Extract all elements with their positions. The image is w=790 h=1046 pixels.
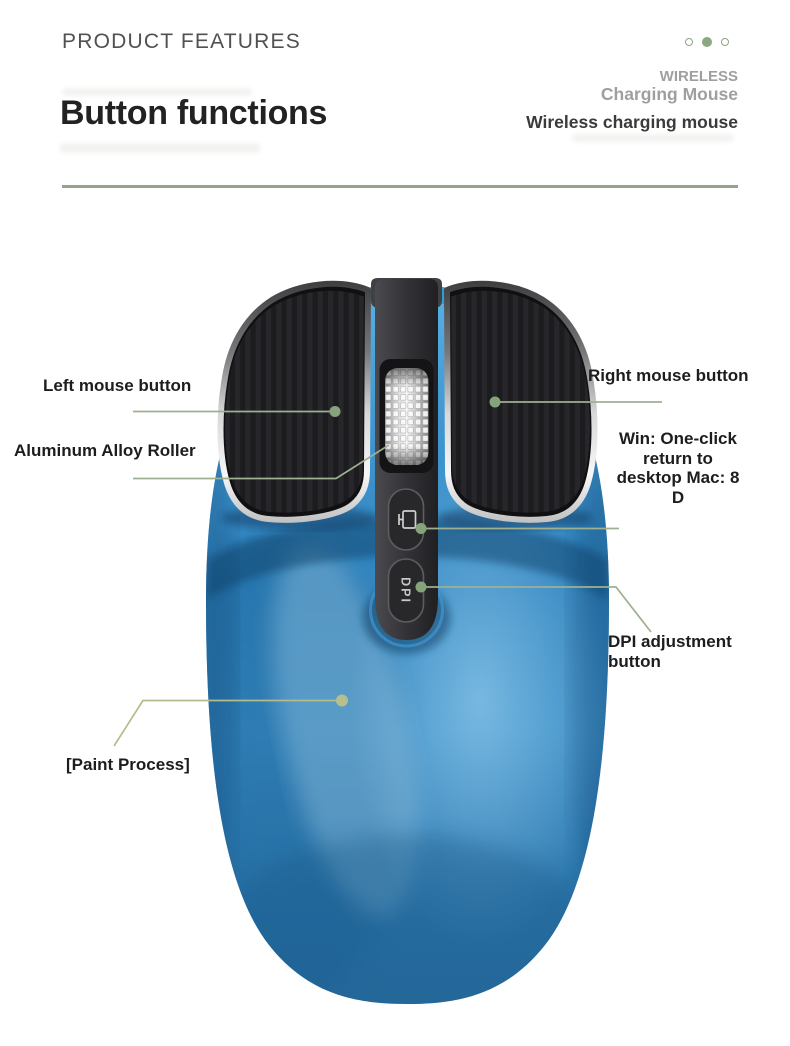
scroll-wheel: [385, 368, 429, 465]
callout-dot-paint: [336, 694, 348, 707]
pagination-dot-2-active[interactable]: [702, 37, 712, 47]
callout-dots: [329, 396, 501, 707]
callout-dot-dpi: [415, 581, 427, 593]
callout-line-dpi: [421, 586, 652, 633]
desktop-return-button: [387, 488, 425, 551]
ghost-artifact: [572, 134, 734, 142]
callout-dot-desktop-key: [415, 523, 427, 534]
page-eyebrow: PRODUCT FEATURES: [62, 30, 301, 53]
pagination: [685, 37, 729, 47]
desktop-return-icon: [398, 510, 417, 529]
callout-label-paint: [Paint Process]: [66, 755, 190, 774]
callout-line-paint: [113, 699, 342, 747]
callout-label-right-button: Right mouse button: [588, 366, 749, 385]
callout-label-desktop-key: Win: One-click return to desktop Mac: 8 …: [616, 429, 740, 507]
brand-line-bottom: Charging Mouse: [600, 83, 738, 104]
callout-lines: [113, 401, 662, 747]
callout-line-roller: [133, 444, 390, 480]
callout-label-left-button: Left mouse button: [43, 376, 192, 395]
callout-dot-right-button: [489, 396, 501, 408]
page-subtitle: Wireless charging mouse: [526, 112, 738, 132]
callout-dot-left-button: [329, 406, 341, 417]
dpi-button-text: DPI: [399, 577, 413, 604]
page-title: Button functions: [60, 94, 328, 132]
ghost-artifact: [60, 143, 260, 153]
brand-line-top: WIRELESS: [659, 68, 738, 85]
callout-label-dpi: DPI adjustment button: [608, 632, 732, 671]
pagination-dot-3[interactable]: [721, 38, 729, 46]
ghost-artifact: [62, 88, 252, 96]
callout-label-roller: Aluminum Alloy Roller: [14, 441, 196, 460]
section-divider: [62, 185, 738, 188]
brand-lockup: WIRELESS Charging Mouse: [601, 69, 738, 103]
left-button-pad: [221, 284, 369, 520]
pagination-dot-1[interactable]: [685, 38, 693, 46]
